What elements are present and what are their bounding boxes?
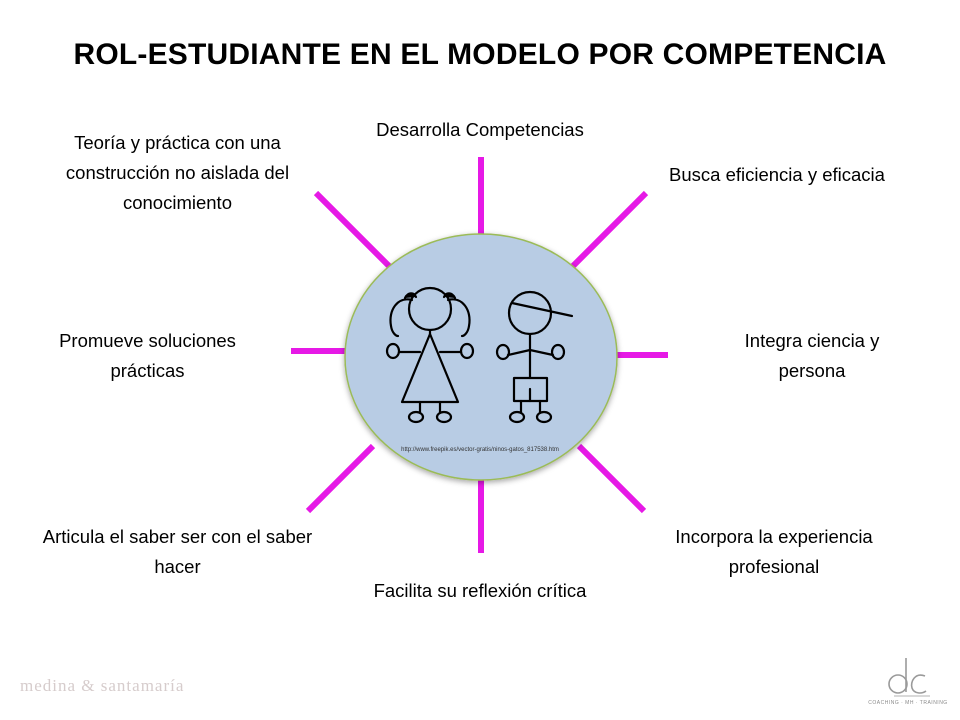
spoke-bottom-left bbox=[305, 443, 376, 514]
label-bottom: Facilita su reflexión crítica bbox=[373, 580, 587, 601]
label-top-left: Teoría y práctica con una construcción n… bbox=[65, 132, 290, 213]
center-circle bbox=[344, 233, 618, 481]
page-title: ROL-ESTUDIANTE EN EL MODELO POR COMPETEN… bbox=[73, 38, 887, 71]
spoke-bottom-right bbox=[576, 443, 647, 514]
spoke-top-right bbox=[570, 190, 649, 269]
spoke-top-left bbox=[313, 190, 396, 273]
label-top: Desarrolla Competencias bbox=[376, 119, 584, 140]
image-credit-url: http://www.freepik.es/vector-gratis/nino… bbox=[401, 447, 559, 453]
label-right: Integra ciencia y persona bbox=[744, 330, 880, 381]
label-bottom-right: Incorpora la experiencia profesional bbox=[675, 526, 873, 577]
label-left: Promueve soluciones prácticas bbox=[59, 330, 236, 381]
logo-tagline: COACHING · MH · TRAINING bbox=[868, 700, 948, 706]
girl-figure-icon bbox=[385, 286, 475, 424]
watermark-text: medina & santamaría bbox=[20, 676, 185, 695]
dc-logo bbox=[888, 658, 930, 697]
label-top-right: Busca eficiencia y eficacia bbox=[669, 164, 885, 185]
label-bottom-left: Articula el saber ser con el saber hacer bbox=[42, 526, 313, 577]
boy-figure-icon bbox=[495, 290, 574, 424]
